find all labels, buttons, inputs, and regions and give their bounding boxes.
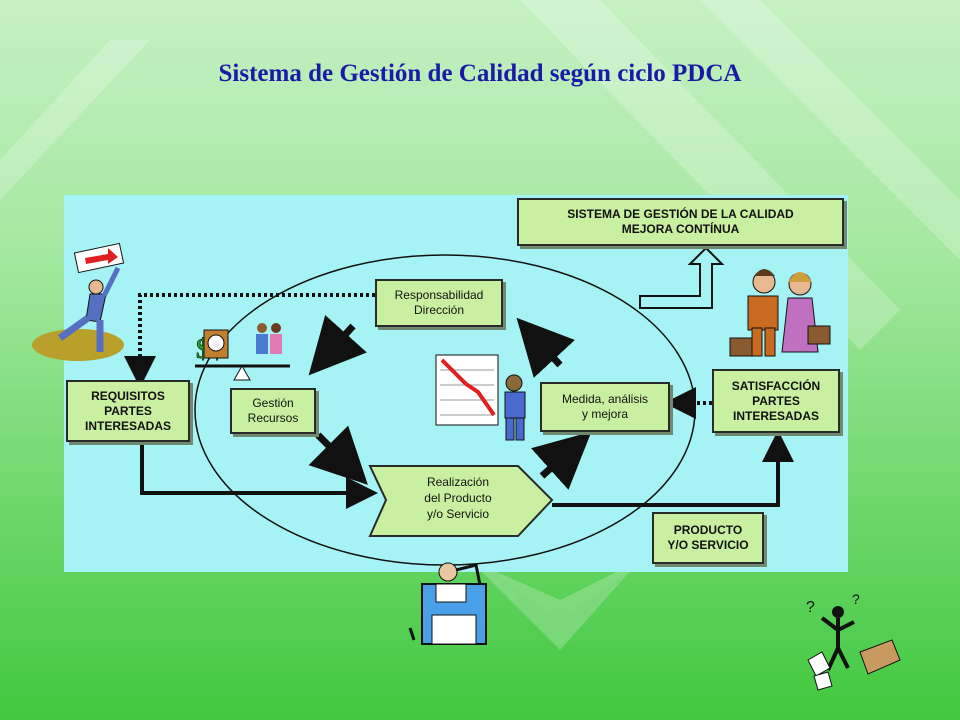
requisitos-line3: INTERESADAS [84, 418, 171, 433]
requisitos-line2: PARTES [104, 403, 152, 418]
cycle-arrow-4 [516, 317, 576, 378]
confused-man-box-icon: ? ? [806, 591, 901, 691]
system-quality-line1: SISTEMA DE GESTIÓN DE LA CALIDAD [567, 207, 794, 221]
page-title: Sistema de Gestión de Calidad según cicl… [218, 60, 742, 87]
arrow-requisitos-to-realizacion [140, 442, 378, 509]
gestion-line2: Recursos [247, 411, 299, 425]
cycle-arrow-3 [531, 431, 592, 490]
system-quality-box: SISTEMA DE GESTIÓN DE LA CALIDAD MEJORA … [517, 198, 844, 246]
producto-line1: PRODUCTO [673, 523, 743, 537]
cycle-arrow-1 [308, 315, 367, 376]
producto-line2: Y/O SERVICIO [667, 538, 749, 552]
gestion-line1: Gestión [252, 396, 294, 410]
requisitos-box: REQUISITOS PARTES INTERESADAS [66, 380, 190, 442]
satisfaccion-line2: PARTES [752, 393, 800, 408]
realizacion-line3: y/o Servicio [426, 507, 490, 521]
satisfaccion-box: SATISFACCIÓN PARTES INTERESADAS [712, 369, 840, 433]
responsabilidad-box: Responsabilidad Dirección [375, 279, 503, 327]
satisfaccion-line3: INTERESADAS [732, 408, 819, 423]
system-quality-line2: MEJORA CONTÍNUA [621, 222, 740, 236]
continuous-improvement-arrow [639, 246, 725, 309]
satisfaccion-line1: SATISFACCIÓN [731, 378, 821, 393]
gestion-box: Gestión Recursos [230, 388, 316, 434]
svg-text:?: ? [852, 591, 860, 607]
floppy-disk-man-icon [408, 562, 487, 645]
medida-line2: y mejora [581, 407, 628, 421]
svg-text:?: ? [806, 599, 815, 616]
realizacion-arrow-shape [368, 465, 554, 537]
producto-box: PRODUCTO Y/O SERVICIO [652, 512, 764, 564]
responsabilidad-line2: Dirección [413, 303, 464, 317]
cycle-arrow-2 [308, 425, 368, 485]
falling-chart-icon [435, 354, 526, 441]
realizacion-line2: del Producto [424, 491, 492, 505]
realizacion-label: Realización del Producto y/o Servicio [398, 474, 518, 522]
arrow-realizacion-to-satisfaccion [552, 430, 794, 507]
handshake-couple-icon [729, 269, 831, 357]
requisitos-line1: REQUISITOS [91, 388, 165, 403]
medida-box: Medida, análisis y mejora [540, 382, 670, 432]
dotted-arrow-direction [124, 293, 375, 388]
medida-line1: Medida, análisis [561, 392, 649, 406]
money-scale-icon: $$ [195, 323, 290, 381]
realizacion-line1: Realización [426, 475, 490, 489]
businessman-arrow-icon [32, 242, 125, 361]
responsabilidad-line1: Responsabilidad [394, 288, 484, 302]
